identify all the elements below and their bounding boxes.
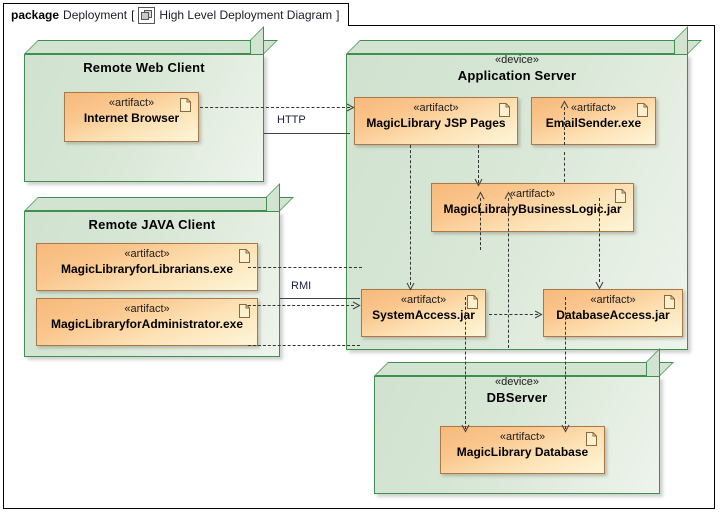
bracket-open: [: [131, 8, 135, 22]
dependency-systemaccess-to-database: [465, 297, 466, 429]
node-top-face: [24, 197, 294, 211]
arrowhead-down: [561, 424, 570, 433]
document-icon: [467, 295, 478, 309]
connection-label-http: HTTP: [277, 114, 306, 126]
artifact-magiclibraryforadministrator[interactable]: «artifact» MagicLibraryforAdministrator.…: [36, 298, 258, 346]
artifact-stereotype: «artifact»: [570, 102, 617, 114]
artifact-stereotype: «artifact»: [400, 294, 447, 306]
dependency-databaseaccess-up-to-bl: [508, 198, 509, 348]
arrowhead-down: [461, 424, 470, 433]
artifact-magiclibrary-jsp-pages[interactable]: «artifact» MagicLibrary JSP Pages: [354, 97, 518, 145]
document-icon: [239, 249, 250, 263]
dependency-jsp-to-businesslogic: [478, 145, 479, 183]
document-icon: [615, 189, 626, 203]
package-name: Deployment: [63, 8, 128, 22]
artifact-name: EmailSender.exe: [545, 116, 642, 130]
arrowhead-open: [352, 301, 361, 310]
document-icon: [586, 432, 597, 446]
artifact-magiclibrary-business-logic[interactable]: «artifact» MagicLibraryBusinessLogic.jar: [431, 183, 634, 232]
dependency-businesslogic-to-databaseaccess: [599, 198, 600, 282]
arrowhead-open: [534, 310, 543, 319]
association-http: [264, 133, 350, 134]
artifact-magiclibrary-database[interactable]: «artifact» MagicLibrary Database: [440, 426, 605, 474]
artifact-name: MagicLibraryforLibrarians.exe: [60, 262, 234, 276]
artifact-magiclibraryforlibrarians[interactable]: «artifact» MagicLibraryforLibrarians.exe: [36, 243, 258, 291]
artifact-name: DatabaseAccess.jar: [556, 308, 670, 322]
package-tab: package Deployment [ High Level Deployme…: [3, 3, 349, 26]
dependency-administrator-bottom: [248, 345, 360, 346]
arrowhead-down: [474, 178, 483, 187]
node-application-server[interactable]: «device» Application Server «artifact» M…: [346, 26, 702, 350]
artifact-stereotype: «artifact»: [499, 431, 546, 443]
dependency-librarians-to-systemaccess: [248, 267, 362, 268]
artifact-name: MagicLibraryforAdministrator.exe: [50, 317, 244, 331]
artifact-stereotype: «artifact»: [413, 102, 459, 114]
arrowhead-down: [595, 281, 604, 290]
artifact-name: MagicLibrary JSP Pages: [366, 116, 506, 130]
dependency-emailsender-up-2: [564, 107, 565, 145]
package-keyword: package: [11, 8, 60, 22]
arrowhead-down: [406, 282, 415, 291]
artifact-name: MagicLibraryBusinessLogic.jar: [443, 202, 622, 216]
artifact-internet-browser[interactable]: «artifact» Internet Browser: [64, 92, 199, 142]
arrowhead-up: [560, 100, 569, 109]
node-top-face: [346, 40, 702, 54]
arrowhead-up: [504, 191, 513, 200]
artifact-name: MagicLibrary Database: [456, 445, 589, 459]
arrowhead-open: [346, 103, 355, 112]
artifact-emailsender-exe[interactable]: «artifact» EmailSender.exe: [531, 97, 656, 145]
document-icon: [239, 304, 250, 318]
artifact-stereotype: «artifact»: [124, 248, 170, 260]
dependency-browser-to-jsp: [200, 107, 350, 108]
document-icon: [499, 103, 510, 117]
node-top-face: [374, 362, 674, 376]
dependency-systemaccess-up-to-bl: [480, 198, 481, 250]
artifact-name: SystemAccess.jar: [372, 308, 475, 322]
node-dbserver[interactable]: «device» DBServer «artifact» MagicLibrar…: [374, 348, 674, 494]
arrowhead-up: [476, 191, 485, 200]
dependency-databaseaccess-to-database: [565, 297, 566, 429]
dependency-jsp-to-systemaccess: [410, 145, 411, 285]
artifact-systemaccess-jar[interactable]: «artifact» SystemAccess.jar: [361, 289, 486, 337]
artifact-stereotype: «artifact»: [590, 294, 636, 306]
artifact-stereotype: «artifact»: [108, 97, 155, 109]
document-icon: [180, 98, 191, 112]
bracket-close: ]: [336, 8, 340, 22]
dependency-emailsender-up: [564, 152, 565, 182]
artifact-stereotype: «artifact»: [124, 303, 170, 315]
node-remote-web-client[interactable]: Remote Web Client «artifact» Internet Br…: [24, 26, 278, 182]
association-rmi: [280, 298, 360, 299]
node-remote-java-client[interactable]: Remote JAVA Client «artifact» MagicLibra…: [24, 183, 294, 357]
artifact-stereotype: «artifact»: [509, 188, 556, 200]
node-top-face: [24, 40, 278, 54]
document-icon: [664, 295, 675, 309]
connection-label-rmi: RMI: [291, 280, 312, 292]
dependency-administrator-to-systemaccess: [248, 305, 354, 306]
artifact-databaseaccess-jar[interactable]: «artifact» DatabaseAccess.jar: [543, 289, 683, 337]
dependency-systemaccess-to-databaseaccess: [489, 314, 538, 315]
diagram-title: High Level Deployment Diagram: [159, 8, 333, 22]
artifact-name: Internet Browser: [83, 111, 180, 125]
document-icon: [637, 103, 648, 117]
package-icon: [138, 6, 156, 24]
